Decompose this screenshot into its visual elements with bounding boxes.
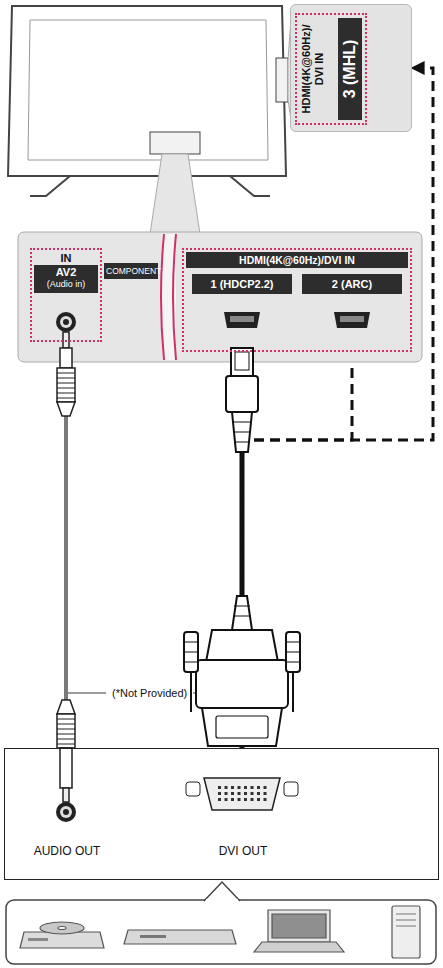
- tv-rear: [8, 6, 288, 196]
- hdmi-port-inset: HDMI(4K@60Hz)/ DVI IN 3 (MHL): [290, 4, 412, 132]
- audio-plug: [57, 700, 75, 802]
- port-name: AV2: [34, 265, 98, 279]
- plug-ridges: [57, 719, 75, 744]
- hdmi-port: 1 (HDCP2.2): [192, 274, 292, 346]
- port-frame: HDMI(4K@60Hz)/ DVI IN 3 (MHL): [295, 13, 367, 125]
- dvi-plug: [184, 596, 300, 746]
- group-heading: HDMI(4K@60Hz)/DVI IN: [186, 252, 408, 268]
- group-heading: IN: [34, 252, 98, 265]
- port-name: AUDIO OUT: [9, 844, 125, 858]
- audio-out-jack: [56, 802, 76, 822]
- av-input-group: INAV2(Audio in): [30, 248, 102, 342]
- port-heading: HDMI(4K@60Hz)/ DVI IN: [300, 18, 325, 120]
- port-name: COMPONENT: [104, 263, 158, 279]
- break-mark: [161, 234, 176, 360]
- panel-gap: [162, 234, 176, 360]
- leader-line: [66, 692, 106, 694]
- jack-panel: [18, 232, 422, 362]
- source-device: AUDIO OUT DVI OUT: [4, 748, 439, 880]
- device-callout: [6, 882, 436, 964]
- hdmi-input-group: HDMI(4K@60Hz)/DVI IN 1 (HDCP2.2) 2 (ARC): [182, 248, 412, 352]
- dvi-pins: [218, 786, 267, 801]
- callout-wedge: [150, 154, 200, 234]
- hdmi-plug: [226, 348, 258, 452]
- note: (*Not Provided): [110, 687, 189, 699]
- plug-ridges: [57, 373, 75, 398]
- hdmi-port: 2 (ARC): [302, 274, 402, 346]
- dvi-socket: [186, 778, 298, 810]
- port-name: (Audio in): [34, 279, 98, 293]
- audio-plug: [57, 332, 75, 416]
- port-number: 3 (MHL): [338, 18, 362, 120]
- source-devices: [20, 906, 420, 958]
- port-number: 1 (HDCP2.2): [192, 274, 292, 294]
- audio-jack: [56, 312, 76, 332]
- port-number: 2 (ARC): [302, 274, 402, 294]
- port-name: DVI OUT: [193, 844, 293, 858]
